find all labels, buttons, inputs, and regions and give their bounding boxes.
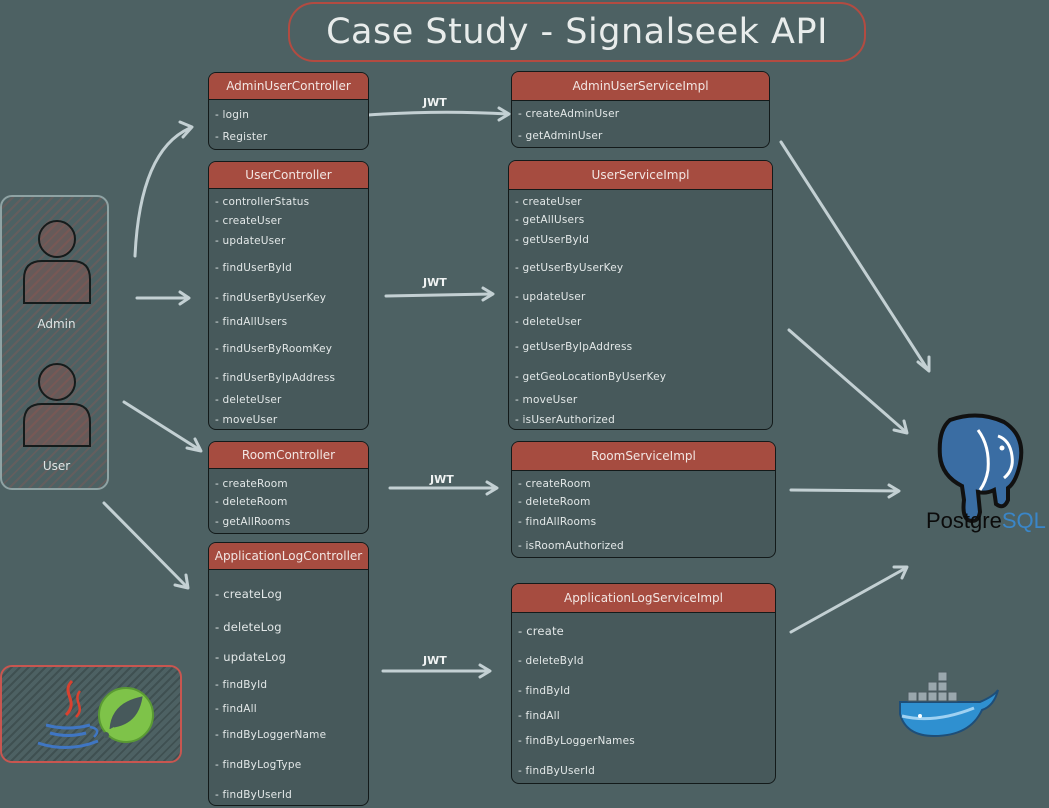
method-item: deleteRoom: [215, 496, 288, 508]
service-header: ApplicationLogServiceImpl: [512, 584, 775, 613]
method-item: findByUserId: [518, 765, 595, 777]
method-item: findAllUsers: [215, 316, 288, 328]
method-item: deleteUser: [215, 394, 282, 406]
method-item: findAllRooms: [518, 516, 597, 528]
user-actor-label: User: [42, 459, 71, 473]
method-item: deleteUser: [515, 316, 582, 328]
arrow-admin-to-admincontroller: [133, 126, 192, 258]
method-item: createUser: [515, 196, 582, 208]
service-header: RoomServiceImpl: [512, 442, 775, 471]
method-item: createLog: [215, 587, 282, 601]
actor-icons: [23, 220, 91, 447]
controller-header: AdminUserController: [209, 73, 368, 100]
controller-header: UserController: [209, 162, 368, 189]
postgresql-wordmark: PostgreSQL: [926, 508, 1046, 534]
method-item: findUserByUserKey: [215, 292, 326, 304]
method-item: Register: [215, 131, 268, 143]
postgresql-wordmark-part: Postgre: [926, 508, 1002, 533]
method-item: getUserByIpAddress: [515, 341, 633, 353]
method-item: getUserById: [515, 234, 589, 246]
method-item: moveUser: [515, 394, 578, 406]
arrow-roomservice-to-db: [789, 488, 900, 493]
method-item: getAllUsers: [515, 214, 585, 226]
arrow-usercontroller-to-service: [384, 292, 494, 298]
method-item: deleteRoom: [518, 496, 591, 508]
method-item: getUserByUserKey: [515, 262, 624, 274]
user-controller-box: UserController controllerStatus createUs…: [208, 161, 369, 430]
method-item: findAll: [215, 703, 257, 715]
jwt-label: JWT: [423, 276, 447, 289]
room-controller-box: RoomController createRoom deleteRoom get…: [208, 441, 369, 534]
method-item: createUser: [215, 215, 282, 227]
method-item: findByLoggerNames: [518, 735, 635, 747]
method-item: updateLog: [215, 650, 286, 664]
method-item: findById: [215, 679, 268, 691]
application-log-controller-box: ApplicationLogController createLog delet…: [208, 542, 369, 806]
service-header: UserServiceImpl: [509, 161, 772, 190]
method-item: findByLogType: [215, 759, 302, 771]
admin-user-service-box: AdminUserServiceImpl createAdminUser get…: [511, 71, 770, 148]
method-item: deleteLog: [215, 620, 282, 634]
admin-user-controller-box: AdminUserController login Register: [208, 72, 369, 150]
postgresql-wordmark-part: SQL: [1001, 508, 1046, 533]
user-person-icon: [23, 363, 91, 447]
page-title: Case Study - Signalseek API: [288, 2, 866, 62]
method-item: findUserByRoomKey: [215, 343, 332, 355]
room-service-box: RoomServiceImpl createRoom deleteRoom fi…: [511, 441, 776, 558]
method-item: updateUser: [215, 235, 286, 247]
jwt-label: JWT: [430, 473, 454, 486]
method-item: findById: [518, 685, 571, 697]
arrow-user-to-logcontroller: [102, 501, 189, 589]
method-item: updateUser: [515, 291, 586, 303]
method-item: deleteById: [518, 655, 584, 667]
method-item: getAdminUser: [518, 130, 603, 142]
method-item: createRoom: [518, 478, 591, 490]
spring-logo-icon: [98, 687, 154, 743]
controller-header: ApplicationLogController: [209, 543, 368, 570]
user-service-box: UserServiceImpl createUser getAllUsers g…: [508, 160, 773, 430]
arrow-user-to-roomcontroller: [122, 400, 202, 452]
method-item: findByLoggerName: [215, 729, 327, 741]
method-item: isUserAuthorized: [515, 414, 615, 426]
method-item: findAll: [518, 710, 560, 722]
service-header: AdminUserServiceImpl: [512, 72, 769, 101]
method-item: findUserByIpAddress: [215, 372, 335, 384]
arrow-admincontroller-to-service: [366, 110, 510, 117]
method-item: getGeoLocationByUserKey: [515, 371, 666, 383]
method-item: moveUser: [215, 414, 278, 426]
method-item: findUserById: [215, 262, 292, 274]
actors-panel: Admin User: [0, 195, 109, 490]
method-item: getAllRooms: [215, 516, 291, 528]
method-item: login: [215, 109, 249, 121]
jwt-label: JWT: [423, 96, 447, 109]
arrow-userservice-to-db: [787, 328, 908, 434]
application-log-service-box: ApplicationLogServiceImpl create deleteB…: [511, 583, 776, 784]
method-item: create: [518, 624, 564, 638]
arrow-adminservice-to-db: [779, 140, 930, 372]
java-logo-icon: [37, 679, 99, 749]
jwt-label: JWT: [423, 654, 447, 667]
tech-stack-panel: [0, 665, 182, 763]
arrow-logservice-to-db: [789, 566, 908, 634]
method-item: createRoom: [215, 478, 288, 490]
admin-person-icon: [23, 220, 91, 304]
method-item: controllerStatus: [215, 196, 310, 208]
admin-actor-label: Admin: [37, 317, 76, 331]
method-item: createAdminUser: [518, 108, 620, 120]
method-item: findByUserId: [215, 789, 292, 801]
method-item: isRoomAuthorized: [518, 540, 624, 552]
controller-header: RoomController: [209, 442, 368, 469]
